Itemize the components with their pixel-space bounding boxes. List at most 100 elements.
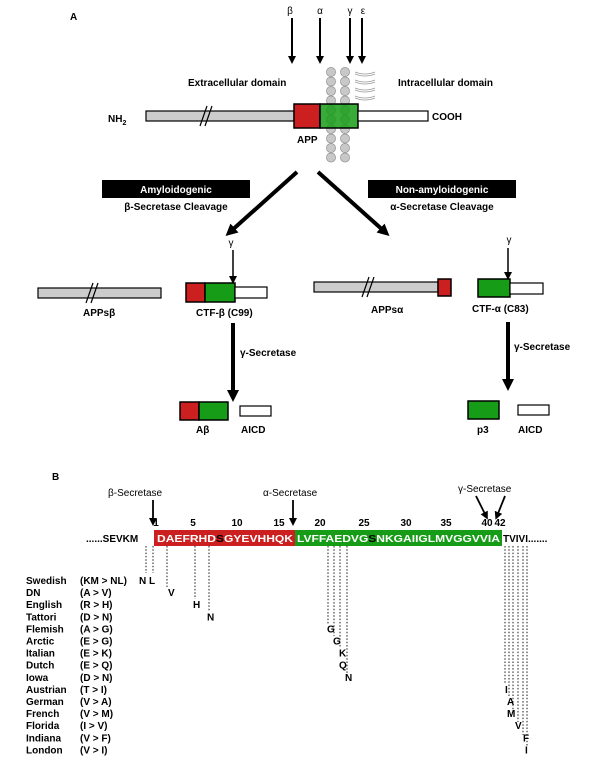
amyloidogenic-subtitle: β-Secretase Cleavage: [124, 202, 228, 213]
mutation-change: (E > Q): [80, 661, 113, 672]
abeta-green-region: [295, 530, 502, 546]
mutation-name: Flemish: [26, 624, 64, 635]
mutation-name: Italian: [26, 649, 55, 660]
gamma-secretase-right: γ-Secretase: [514, 342, 571, 353]
mutation-residue: G: [333, 637, 341, 648]
p3-fragment: [467, 400, 500, 420]
ctf-beta-label: CTF-β (C99): [196, 308, 253, 319]
mutation-change: (A > V): [80, 588, 112, 599]
abeta-fragment: [179, 401, 229, 421]
alpha-secretase-label: α-Secretase: [263, 488, 318, 499]
aicd-label-left: AICD: [241, 425, 265, 436]
p3-label: p3: [477, 425, 489, 436]
sequence-suffix: TVIVI.......: [503, 534, 548, 545]
gamma-label-left: γ: [229, 238, 234, 249]
mutation-name: DN: [26, 588, 40, 599]
mutation-residue: N: [207, 612, 214, 623]
ctf-alpha-fragment: [477, 278, 544, 298]
mutation-name: Indiana: [26, 733, 61, 744]
svg-text:5: 5: [190, 518, 196, 529]
amyloidogenic-title: Amyloidogenic: [140, 185, 212, 196]
beta-symbol: β: [287, 6, 293, 17]
mutation-change: (T > I): [80, 685, 107, 696]
mutation-name: German: [26, 697, 64, 708]
apps-beta-fragment: [37, 282, 162, 304]
mutation-name: Dutch: [26, 661, 54, 672]
panel-a-label: A: [70, 12, 77, 23]
mutation-residue: M: [507, 709, 515, 720]
svg-text:42: 42: [494, 518, 506, 529]
mutation-change: (V > M): [80, 709, 113, 720]
apps-alpha-label: APPsα: [371, 305, 404, 316]
mutation-residue: V: [168, 588, 175, 599]
mutation-residue: F: [523, 733, 529, 744]
panel-b-label: B: [52, 472, 59, 483]
secretase-arrows: β α γ ε: [287, 6, 366, 64]
mutation-residue: I: [525, 745, 528, 756]
apps-alpha-fragment: [313, 276, 452, 298]
app-protein: [145, 103, 429, 129]
gamma-label-right: γ: [507, 235, 512, 246]
mutation-name: French: [26, 709, 59, 720]
mutation-name: Iowa: [26, 673, 49, 684]
apps-beta-label: APPsβ: [83, 308, 115, 319]
mutation-name: Florida: [26, 721, 60, 732]
residue-numbers: 1 5 10 15 20 25 30 35 40 42: [153, 518, 506, 529]
aicd-fragment-right: [517, 404, 550, 416]
mutation-residue: G: [327, 624, 335, 635]
mutation-change: (I > V): [80, 721, 108, 732]
svg-text:15: 15: [273, 518, 285, 529]
aicd-fragment-left: [239, 405, 272, 417]
gamma-symbol: γ: [348, 6, 353, 17]
mutation-name: Austrian: [26, 685, 67, 696]
mutation-residue: Q: [339, 661, 347, 672]
svg-text:35: 35: [440, 518, 452, 529]
non-amyloidogenic-title: Non-amyloidogenic: [396, 185, 489, 196]
mutation-name: Tattori: [26, 612, 57, 623]
mutation-change: (V > I): [80, 745, 108, 756]
svg-text:40: 40: [481, 518, 493, 529]
mutation-residue: K: [339, 649, 347, 660]
extracellular-label: Extracellular domain: [188, 78, 286, 89]
mutation-change: (E > K): [80, 649, 112, 660]
mutation-change: (V > F): [80, 733, 111, 744]
mutation-change: (D > N): [80, 612, 113, 623]
ctf-alpha-label: CTF-α (C83): [472, 304, 529, 315]
mutation-change: (D > N): [80, 673, 113, 684]
mutation-residue: I: [505, 685, 508, 696]
app-label: APP: [297, 135, 318, 146]
mutation-residue: A: [507, 697, 514, 708]
mutation-residue: V: [515, 721, 522, 732]
mutation-residue: N L: [139, 576, 155, 587]
svg-text:20: 20: [314, 518, 326, 529]
non-amyloidogenic-subtitle: α-Secretase Cleavage: [390, 202, 494, 213]
mutation-change: (V > A): [80, 697, 112, 708]
ctf-beta-fragment: [185, 282, 268, 303]
non-amyloidogenic-box: [368, 180, 516, 198]
abeta-label: Aβ: [196, 425, 209, 436]
abeta-red-region: [154, 530, 295, 546]
mutation-name: London: [26, 745, 63, 756]
svg-text:1: 1: [153, 518, 159, 529]
gamma-secretase-left: γ-Secretase: [240, 348, 297, 359]
mutation-residue: N: [345, 673, 352, 684]
mutation-change: (A > G): [80, 624, 113, 635]
beta-secretase-label: β-Secretase: [108, 488, 163, 499]
nh2-label: NH2: [108, 114, 126, 127]
mutation-change: (KM > NL): [80, 576, 127, 587]
aicd-label-right: AICD: [518, 425, 542, 436]
svg-text:25: 25: [358, 518, 370, 529]
mutation-name: Arctic: [26, 637, 55, 648]
mutation-change: (R > H): [80, 600, 113, 611]
intracellular-label: Intracellular domain: [398, 78, 493, 89]
mutation-name: English: [26, 600, 62, 611]
gamma-secretase-label-b: γ-Secretase: [458, 484, 512, 495]
alpha-symbol: α: [317, 6, 323, 17]
svg-text:10: 10: [231, 518, 243, 529]
epsilon-symbol: ε: [361, 6, 366, 17]
non-amyloidogenic-arrow: [316, 170, 390, 237]
